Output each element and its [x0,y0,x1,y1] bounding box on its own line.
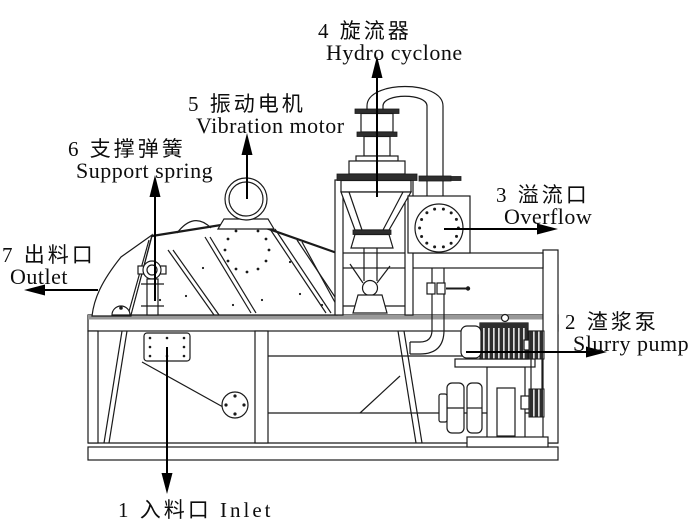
label-support-spring: 6 支撑弹簧 Support spring [68,137,214,184]
label-overflow: 3 溢流口 Overflow [496,183,593,230]
outlet-chute-drawing [91,233,153,317]
overflow-u-pipe-drawing [366,85,462,196]
label-outlet-cn: 7 出料口 [2,243,96,267]
label-slurry-pump-en: Slurry pump [573,331,690,357]
label-support-spring-en: Support spring [76,158,214,184]
overflow-pipe-drawing [409,268,471,355]
label-slurry-pump: 2 渣浆泵 Slurry pump [565,310,690,357]
label-support-spring-cn: 6 支撑弹簧 [68,137,186,161]
arrow-inlet [161,347,173,494]
hydrocyclone-drawing [334,85,471,316]
label-inlet-cn: 1 入料口 Inlet [118,498,274,522]
label-outlet: 7 出料口 Outlet [2,243,96,290]
label-vibration-motor-cn: 5 振动电机 [188,92,306,116]
arrow-overflow [444,223,558,235]
label-hydro-cyclone: 4 旋流器 Hydro cyclone [318,19,463,66]
label-hydro-cyclone-cn: 4 旋流器 [318,19,412,43]
leader-arrows [24,56,607,494]
label-inlet: 1 入料口 Inlet [118,498,274,522]
label-vibration-motor: 5 振动电机 Vibration motor [188,92,345,139]
base-frame-drawing [87,249,559,461]
frame-flange-circle [221,391,249,419]
screen-bolt-ring [223,226,271,274]
vibrating-screen-drawing [91,177,338,317]
arrow-hydro-cyclone [371,56,383,197]
label-overflow-cn: 3 溢流口 [496,183,590,207]
arrow-support-spring [149,175,161,301]
deck-gray-strip [88,315,558,320]
support-spring-drawing [111,260,167,316]
slurry-pump-drawing [438,313,549,448]
arrow-slurry-pump [466,346,607,358]
overflow-flange-drawing [407,195,471,254]
label-overflow-en: Overflow [504,204,593,230]
label-hydro-cyclone-en: Hydro cyclone [326,40,463,66]
label-outlet-en: Outlet [10,264,68,290]
label-slurry-pump-cn: 2 渣浆泵 [565,310,659,334]
arrow-vibration-motor [241,133,253,199]
label-vibration-motor-en: Vibration motor [196,113,345,139]
arrow-outlet [24,284,98,296]
